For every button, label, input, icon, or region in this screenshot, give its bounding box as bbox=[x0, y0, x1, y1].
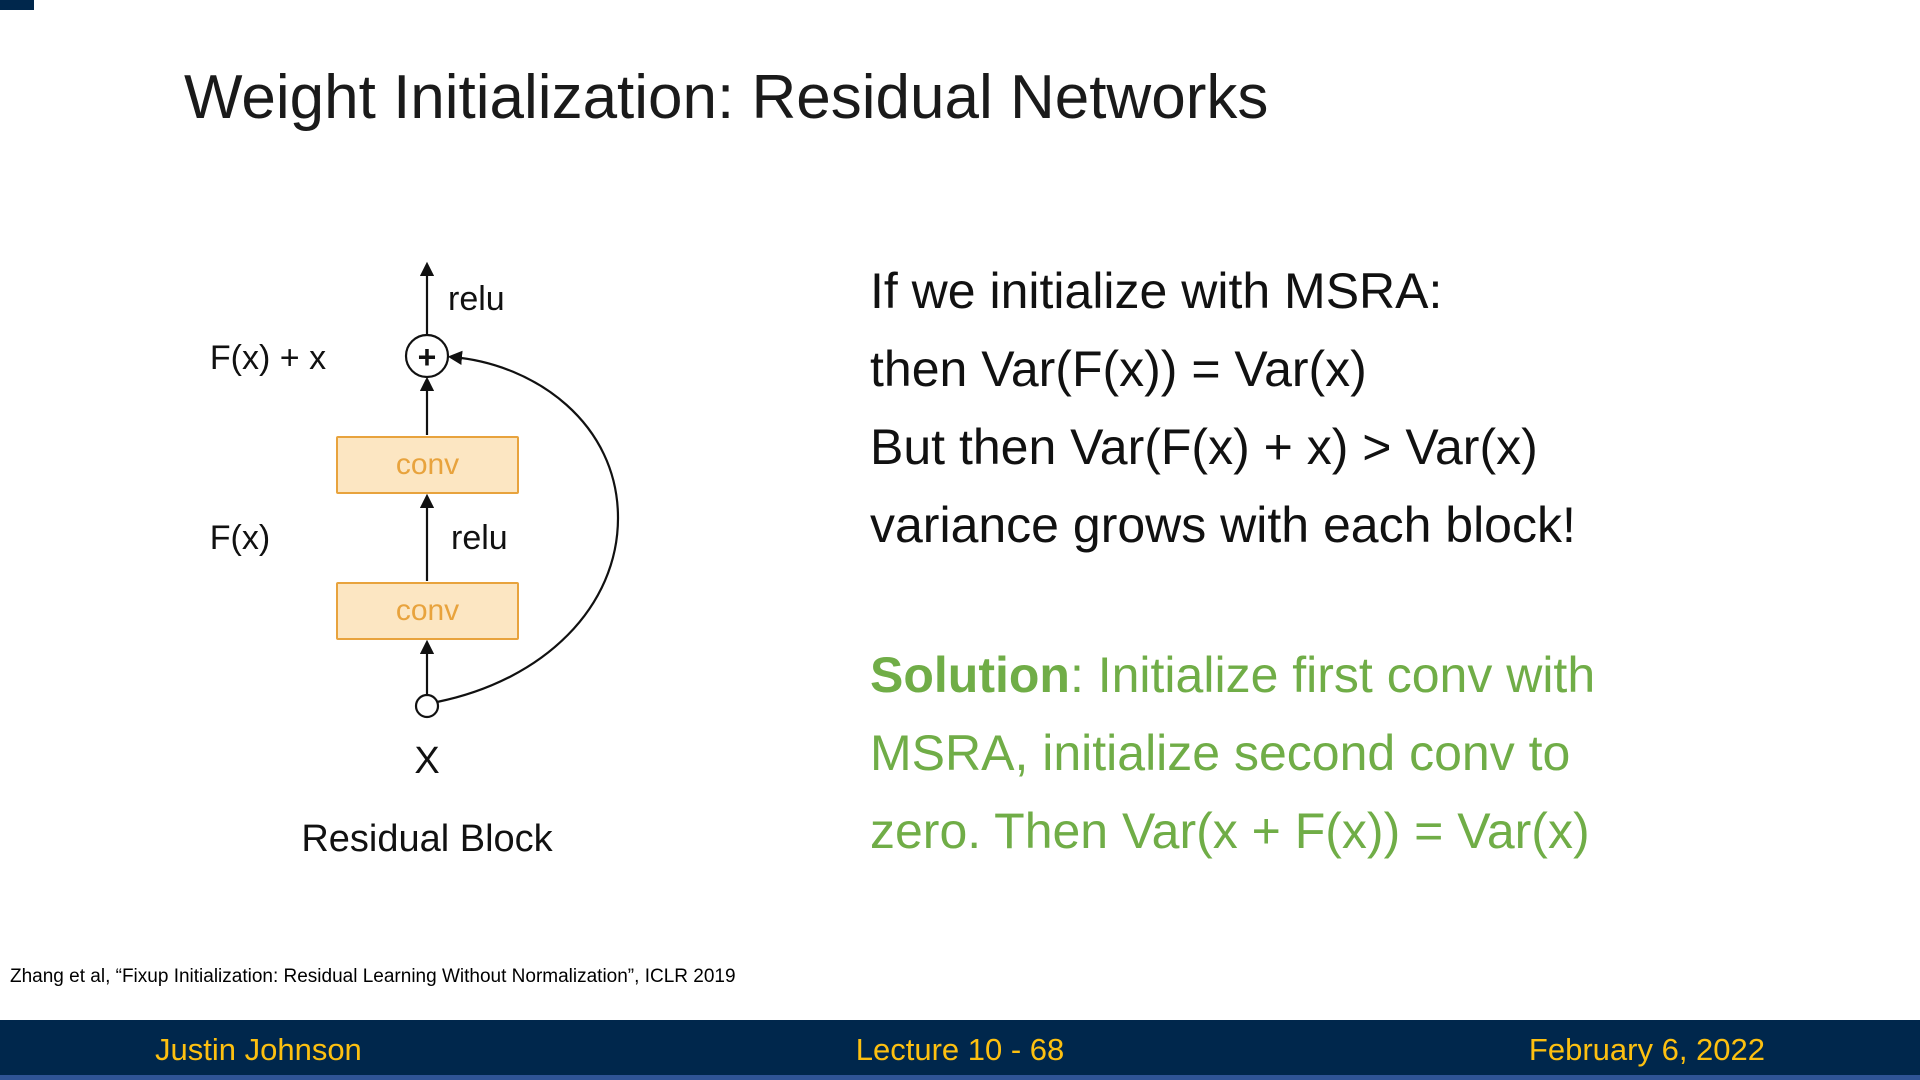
input-x-label: X bbox=[414, 740, 440, 782]
relu-top-label: relu bbox=[448, 280, 505, 318]
body-text: If we initialize with MSRA: then Var(F(x… bbox=[870, 252, 1576, 564]
solution-line-2: MSRA, initialize second conv to bbox=[870, 725, 1571, 781]
citation: Zhang et al, “Fixup Initialization: Resi… bbox=[10, 966, 736, 987]
slide-title: Weight Initialization: Residual Networks bbox=[184, 63, 1269, 132]
body-line-2: then Var(F(x)) = Var(x) bbox=[870, 341, 1367, 397]
footer-author: Justin Johnson bbox=[155, 1032, 362, 1067]
plus-symbol: + bbox=[418, 339, 437, 375]
solution-text: Solution: Initialize first conv with MSR… bbox=[870, 636, 1595, 870]
diagram-caption: Residual Block bbox=[301, 818, 553, 860]
fx-label: F(x) bbox=[209, 519, 271, 557]
relu-mid-label: relu bbox=[451, 519, 508, 557]
sum-output-label: F(x) + x bbox=[209, 339, 327, 377]
footer-bar: Justin Johnson Lecture 10 - 68 February … bbox=[0, 1020, 1920, 1080]
solution-line-1: Solution: Initialize first conv with bbox=[870, 636, 1595, 714]
conv-layer-top: conv bbox=[336, 436, 519, 494]
corner-decoration bbox=[0, 0, 34, 10]
residual-block-diagram: + bbox=[404, 261, 620, 719]
body-line-4: variance grows with each block! bbox=[870, 497, 1576, 553]
solution-line-3: zero. Then Var(x + F(x)) = Var(x) bbox=[870, 803, 1590, 859]
body-line-3: But then Var(F(x) + x) > Var(x) bbox=[870, 419, 1538, 475]
footer-date: February 6, 2022 bbox=[1528, 1032, 1766, 1067]
body-line-1: If we initialize with MSRA: bbox=[870, 263, 1443, 319]
footer-lecture: Lecture 10 - 68 bbox=[855, 1032, 1065, 1067]
conv-layer-bottom: conv bbox=[336, 582, 519, 640]
skip-connection-arrow bbox=[436, 350, 620, 704]
input-node bbox=[414, 693, 440, 719]
solution-keyword: Solution bbox=[870, 647, 1070, 703]
sum-node bbox=[404, 333, 450, 379]
conv-top-label: conv bbox=[395, 448, 460, 481]
conv-bottom-label: conv bbox=[395, 594, 460, 627]
solution-line-1-rest: : Initialize first conv with bbox=[1069, 647, 1596, 703]
